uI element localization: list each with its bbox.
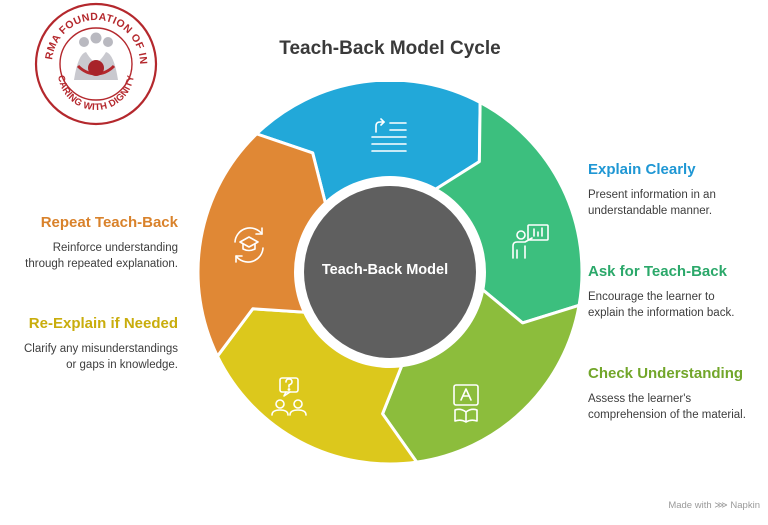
step-description: Assess the learner's comprehension of th…: [588, 393, 746, 421]
center-label: Teach-Back Model: [321, 262, 449, 278]
step-repeat-teach-back: Repeat Teach-Back Reinforce understandin…: [0, 214, 178, 272]
center-circle: [304, 186, 476, 358]
step-ask-for-teach-back: Ask for Teach-Back Encourage the learner…: [588, 263, 763, 321]
step-title: Explain Clearly: [588, 161, 696, 178]
made-with-napkin: Made with ⋙ Napkin: [668, 500, 760, 511]
step-title: Repeat Teach-Back: [40, 214, 178, 231]
step-description: Present information in an understandable…: [588, 189, 716, 217]
presenter-board-icon: [512, 224, 549, 259]
repeat-graduation-icon: [234, 227, 264, 263]
learning-tablet-icon: [453, 384, 479, 423]
step-re-explain-if-needed: Re-Explain if Needed Clarify any misunde…: [0, 315, 178, 373]
step-title: Re-Explain if Needed: [28, 315, 178, 332]
page-title: Teach-Back Model Cycle: [279, 38, 501, 59]
logo-people-icon: [74, 32, 118, 80]
step-check-understanding: Check Understanding Assess the learner's…: [588, 365, 763, 423]
list-return-icon: [371, 118, 407, 152]
step-explain-clearly: Explain Clearly Present information in a…: [588, 161, 763, 219]
cycle-diagram: [196, 82, 584, 466]
dharma-foundation-logo: DHARMA FOUNDATION OF INDIA CARING WITH D…: [34, 2, 158, 126]
step-description: Clarify any misunderstandings or gaps in…: [23, 343, 178, 371]
step-description: Reinforce understanding through repeated…: [25, 242, 178, 270]
step-title: Check Understanding: [588, 365, 744, 382]
step-description: Encourage the learner to explain the inf…: [588, 291, 735, 319]
step-title: Ask for Teach-Back: [588, 263, 727, 280]
question-people-icon: [271, 377, 307, 416]
